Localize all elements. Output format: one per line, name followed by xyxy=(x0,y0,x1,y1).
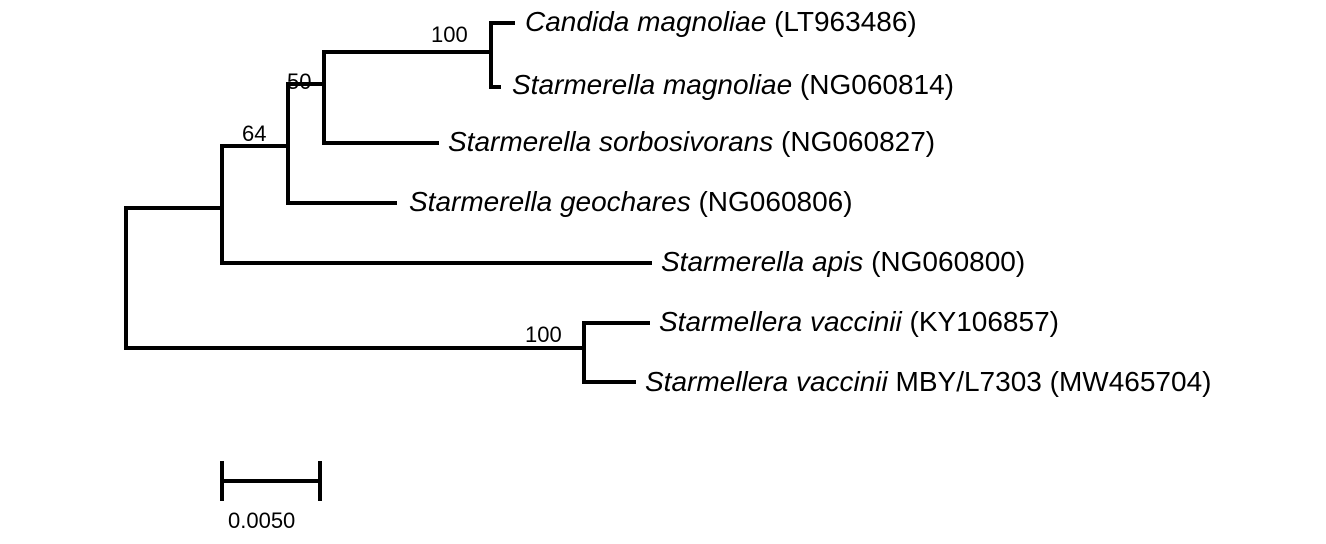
accession-number: (NG060814) xyxy=(800,69,954,100)
species-name: Starmerella geochares xyxy=(409,186,691,217)
tip-label: Starmerella magnoliae (NG060814) xyxy=(512,69,954,100)
tip-label: Starmellera vaccinii MBY/L7303 (MW465704… xyxy=(645,366,1211,397)
accession-number: (NG060827) xyxy=(781,126,935,157)
tip-label: Starmerella apis (NG060800) xyxy=(661,246,1025,277)
accession-number: (KY106857) xyxy=(910,306,1059,337)
scale-bar-label: 0.0050 xyxy=(228,508,295,533)
accession-number: (LT963486) xyxy=(774,6,917,37)
tip-label: Starmellera vaccinii (KY106857) xyxy=(659,306,1059,337)
scale-bar: 0.0050 xyxy=(220,461,322,533)
species-name: Starmellera vaccinii xyxy=(659,306,903,337)
tip-label: Candida magnoliae (LT963486) xyxy=(525,6,917,37)
bootstrap-value: 100 xyxy=(525,322,562,347)
tip-label: Starmerella sorbosivorans (NG060827) xyxy=(448,126,935,157)
species-name: Candida magnoliae xyxy=(525,6,766,37)
accession-number: (NG060800) xyxy=(871,246,1025,277)
bootstrap-value: 64 xyxy=(242,121,266,146)
species-name: Starmerella apis xyxy=(661,246,863,277)
accession-number: (NG060806) xyxy=(698,186,852,217)
tip-label: Starmerella geochares (NG060806) xyxy=(409,186,853,217)
strain-name: MBY/L7303 xyxy=(888,366,1042,397)
bootstrap-value: 50 xyxy=(287,69,311,94)
accession-number: (MW465704) xyxy=(1050,366,1212,397)
species-name: Starmerella sorbosivorans xyxy=(448,126,773,157)
species-name: Starmerella magnoliae xyxy=(512,69,792,100)
species-name: Starmellera vaccinii xyxy=(645,366,889,397)
bootstrap-value: 100 xyxy=(431,22,468,47)
